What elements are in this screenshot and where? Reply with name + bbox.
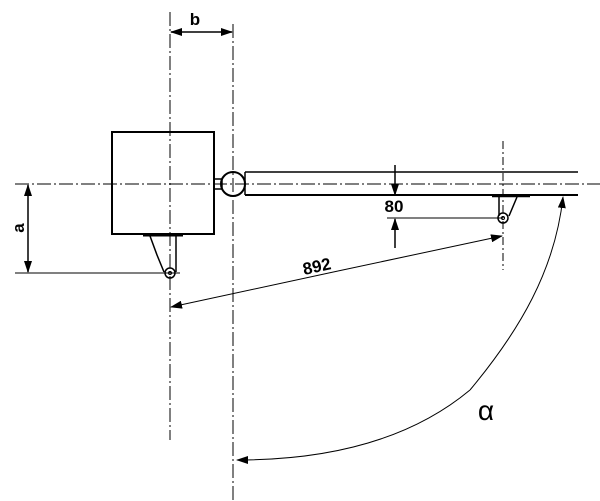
opening-angle-label: α [478, 395, 494, 426]
dimension-892-line [170, 270, 339, 309]
dimension-80-label: 80 [385, 197, 404, 216]
opening-angle-arc-upper [469, 196, 566, 391]
dimension-a-label: a [9, 223, 28, 233]
opening-angle-arc-lower [236, 389, 471, 464]
dimension-b-label: b [190, 10, 200, 29]
motor-housing [111, 131, 215, 235]
motor-bracket-arm [149, 235, 177, 273]
dimension-892-label: 892 [301, 254, 333, 278]
gate-bracket-arm [498, 196, 518, 217]
